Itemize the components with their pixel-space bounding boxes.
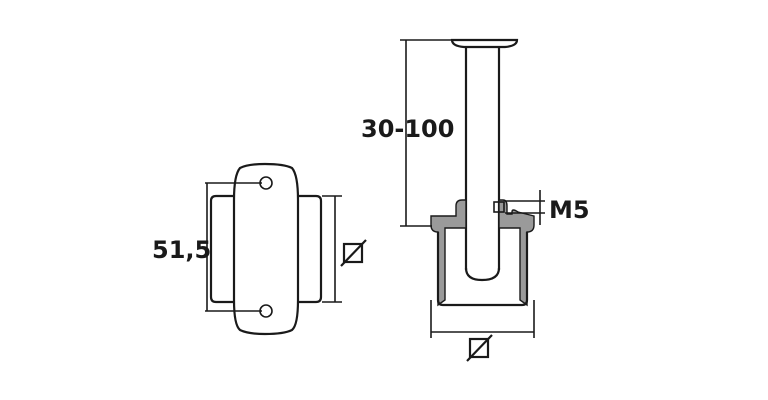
cap-left-section — [430, 199, 467, 307]
diameter-symbol-icon — [340, 239, 367, 267]
plate-outline — [232, 162, 300, 336]
top-flange — [450, 38, 519, 49]
mounting-plate-front-view: 51,5 — [152, 162, 367, 336]
tube-outline — [436, 232, 529, 307]
left-wing — [209, 194, 234, 304]
right-wing — [298, 194, 323, 304]
stem-end — [464, 267, 501, 282]
holder-section-view: 30-100 M5 — [361, 38, 590, 362]
m5-screw — [493, 201, 505, 213]
thread-label: M5 — [549, 196, 590, 224]
diameter-symbol-icon — [466, 334, 493, 362]
hole-spacing-label: 51,5 — [152, 236, 211, 264]
height-range-label: 30-100 — [361, 115, 454, 143]
cap-right-section — [498, 199, 535, 307]
